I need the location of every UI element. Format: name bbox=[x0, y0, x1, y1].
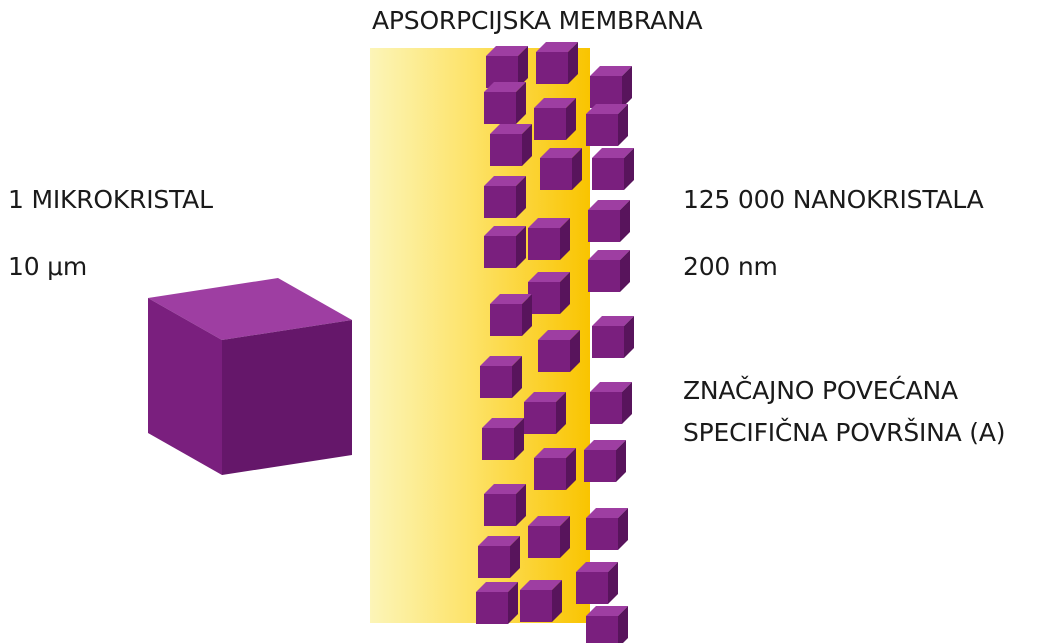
nanocrystal-cube bbox=[576, 562, 618, 604]
nanocrystal-cube bbox=[482, 418, 524, 460]
nanocrystal-cubes bbox=[476, 42, 634, 643]
microcrystal-count-label: 1 MIKROKRISTAL bbox=[8, 185, 213, 214]
nanocrystal-cube bbox=[592, 316, 634, 358]
nanocrystal-cube bbox=[588, 200, 630, 242]
surface-note-line1: ZNAČAJNO POVEĆANA bbox=[683, 376, 958, 405]
nanocrystal-cube bbox=[528, 272, 570, 314]
surface-note-line2: SPECIFIČNA POVRŠINA (A) bbox=[683, 418, 1006, 447]
nanocrystal-cube bbox=[490, 294, 532, 336]
microcrystal-cube bbox=[148, 278, 352, 475]
nanocrystal-cube bbox=[592, 148, 634, 190]
nanocrystal-cube bbox=[536, 42, 578, 84]
nanocrystal-cube bbox=[478, 536, 520, 578]
nanocrystal-cube bbox=[484, 484, 526, 526]
microcrystal-size-label: 10 μm bbox=[8, 252, 88, 281]
microcrystal-cube-side bbox=[222, 320, 352, 475]
nanocrystal-cube bbox=[584, 440, 626, 482]
microcrystal-cube-top bbox=[148, 278, 352, 340]
nanocrystal-cube bbox=[476, 582, 518, 624]
nanocrystal-cube bbox=[534, 448, 576, 490]
nanocrystal-cube bbox=[520, 580, 562, 622]
nanocrystal-cube bbox=[528, 218, 570, 260]
nanocrystal-cube bbox=[528, 516, 570, 558]
nanocrystal-cube bbox=[586, 104, 628, 146]
nanocrystal-cube bbox=[590, 66, 632, 108]
nanocrystal-cube bbox=[586, 508, 628, 550]
nanocrystal-cube bbox=[588, 250, 630, 292]
nanocrystal-cube bbox=[486, 46, 528, 88]
nanocrystal-cube bbox=[484, 226, 526, 268]
nanocrystal-cube bbox=[484, 176, 526, 218]
nanocrystal-size-label: 200 nm bbox=[683, 252, 778, 281]
nanocrystal-cube bbox=[534, 98, 576, 140]
nanocrystal-cube bbox=[490, 124, 532, 166]
nanocrystal-cube bbox=[484, 82, 526, 124]
nanocrystal-cube bbox=[480, 356, 522, 398]
nanocrystal-cube bbox=[540, 148, 582, 190]
nanocrystal-cube bbox=[524, 392, 566, 434]
nanocrystal-count-label: 125 000 NANOKRISTALA bbox=[683, 185, 984, 214]
nanocrystal-cube bbox=[590, 382, 632, 424]
nanocrystal-cube bbox=[538, 330, 580, 372]
nanocrystal-cube bbox=[586, 606, 628, 643]
microcrystal-cube-front bbox=[148, 298, 222, 475]
membrane-title: APSORPCIJSKA MEMBRANA bbox=[372, 6, 703, 35]
